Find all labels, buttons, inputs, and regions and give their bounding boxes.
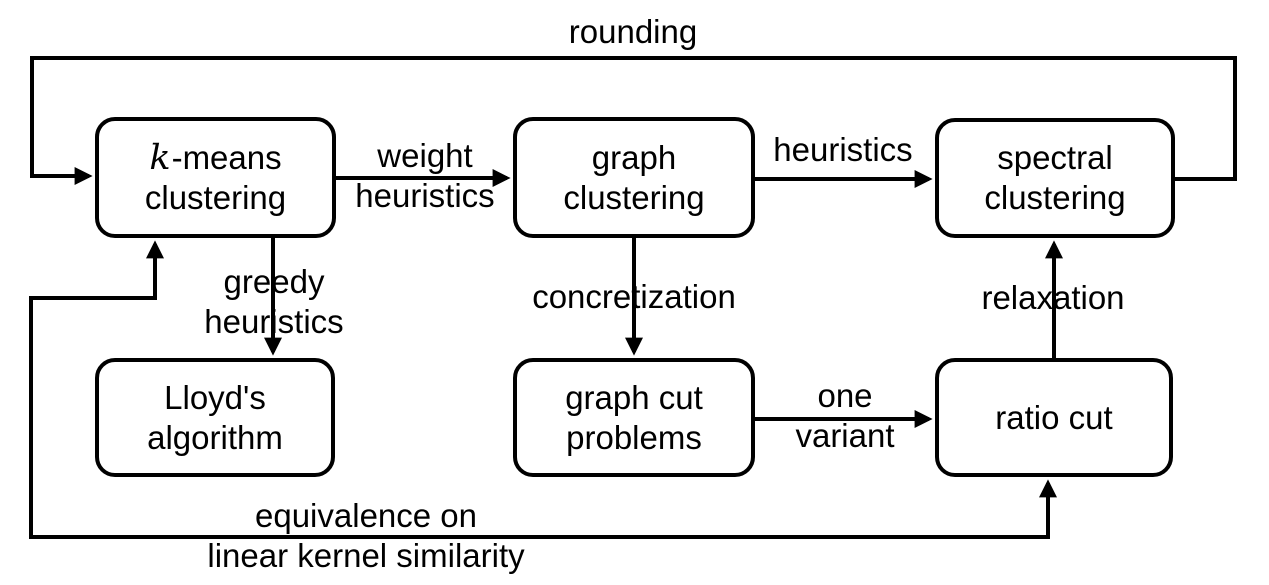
box-label-graph-cut-problems: graph cut problems [513, 358, 755, 477]
spectral-clustering-line1: spectral [997, 139, 1113, 176]
box-ratio-cut [935, 358, 1173, 477]
box-label-lloyds-algorithm: Lloyd's algorithm [95, 358, 335, 477]
ratio-cut-line1: ratio cut [995, 398, 1113, 436]
box-graph-clustering [513, 117, 755, 238]
one-variant-line1: one [817, 377, 873, 414]
relaxation-text: relaxation [981, 279, 1125, 316]
box-lloyds-algorithm [95, 358, 335, 477]
k-means-suffix: -means [171, 138, 282, 176]
box-label-ratio-cut: ratio cut [935, 358, 1173, 477]
edge-label-weight-heuristics: weight heuristics [355, 136, 494, 216]
greedy-heuristics-line1: greedy [223, 263, 325, 300]
k-means-line2: clustering [144, 178, 287, 216]
box-label-k-means-clustering: k-means clustering [95, 117, 336, 238]
math-k-symbol: k [149, 137, 171, 178]
edge-label-concretization: concretization [532, 277, 736, 317]
concretization-text: concretization [532, 278, 736, 315]
greedy-heuristics-line2: heuristics [204, 303, 344, 340]
one-variant-line2: variant [795, 417, 895, 454]
rounding-text: rounding [568, 13, 698, 50]
edge-label-relaxation: relaxation [981, 278, 1124, 318]
graph-cut-problems-line1: graph cut [565, 378, 703, 416]
box-graph-cut-problems [513, 358, 755, 477]
lloyds-algorithm-line2: algorithm [147, 418, 283, 456]
edge-label-heuristics: heuristics [773, 130, 912, 170]
edge-label-rounding: rounding [569, 12, 697, 52]
edge-label-equivalence: equivalence on linear kernel similarity [207, 496, 524, 576]
equivalence-line2: linear kernel similarity [207, 537, 525, 574]
graph-clustering-line1: graph [591, 138, 677, 176]
weight-heuristics-line2: heuristics [355, 177, 495, 214]
edge-rounding-arrow [30, 56, 1237, 185]
box-label-spectral-clustering: spectral clustering [935, 118, 1175, 238]
spectral-clustering-line2: clustering [984, 179, 1126, 216]
lloyds-algorithm-line1: Lloyd's [164, 378, 266, 416]
edge-label-one-variant: one variant [795, 376, 894, 456]
edge-equivalence-arrow [29, 240, 1057, 539]
weight-heuristics-line1: weight [377, 137, 473, 174]
equivalence-line1: equivalence on [254, 497, 478, 534]
box-k-means-clustering [95, 117, 336, 238]
graph-clustering-line2: clustering [563, 178, 705, 216]
edge-label-greedy-heuristics: greedy heuristics [204, 262, 343, 342]
heuristics-text: heuristics [773, 131, 913, 168]
box-spectral-clustering [935, 118, 1175, 238]
box-label-graph-clustering: graph clustering [513, 117, 755, 238]
graph-cut-problems-line2: problems [566, 418, 702, 456]
